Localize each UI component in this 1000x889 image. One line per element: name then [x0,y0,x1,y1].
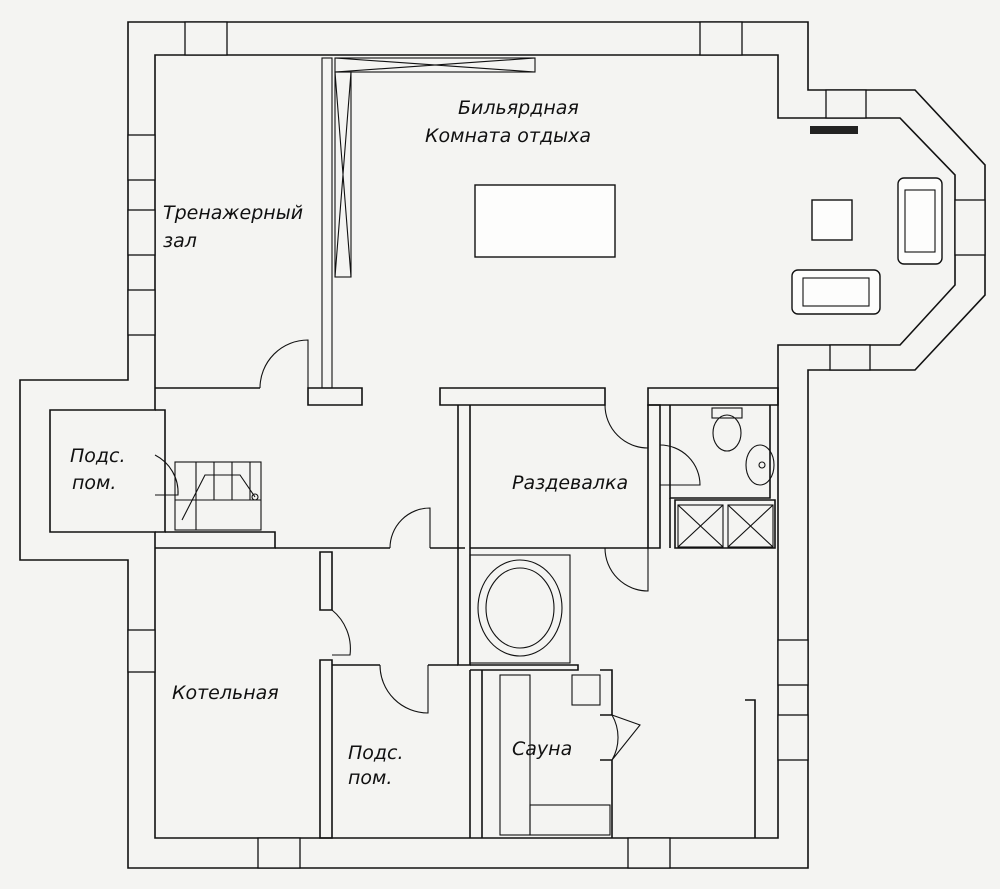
sink [745,444,775,486]
inner-wall-outline [49,54,956,839]
room-label-billiard-line1: Бильярдная [458,97,579,119]
room-label-changing-room: Раздевалка [512,472,629,494]
bathtub [469,554,571,664]
staircase [174,461,262,531]
billiard-table [474,184,616,258]
room-label-utility-left-line1: Подс. [70,445,126,467]
windows [127,21,986,869]
room-label-boiler-room: Котельная [172,682,279,704]
room-label-utility-bottom-line1: Подс. [348,742,404,764]
toilet [711,407,743,452]
coffee-table [811,199,853,241]
sauna-benches [499,674,611,836]
room-label-gym-line1: Тренажерный [163,202,304,224]
fireplace [810,126,858,134]
interior-walls [155,387,779,839]
shower-cabins [677,504,774,548]
room-label-gym-line2: зал [163,230,197,252]
sofas [791,177,943,315]
room-label-utility-left-line2: пом. [72,472,117,494]
room-label-sauna: Сауна [512,738,573,760]
doors [154,339,701,761]
room-label-billiard-line2: Комната отдыха [425,125,591,147]
room-label-utility-bottom-line2: пом. [348,767,393,789]
